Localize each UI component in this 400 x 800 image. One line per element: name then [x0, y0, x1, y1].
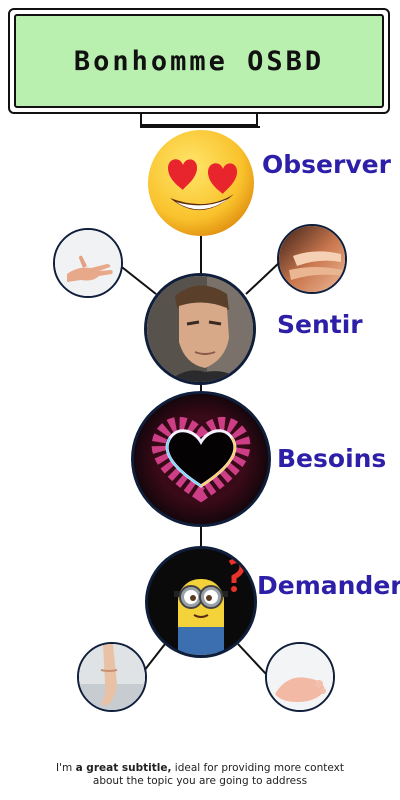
- footer-subtitle: I'm a great subtitle, ideal for providin…: [20, 762, 380, 788]
- minion-question-icon: [145, 546, 257, 658]
- sign-stand: [140, 114, 258, 126]
- title-sign: Bonhomme OSBD: [8, 8, 390, 114]
- sign-stand-base: [140, 126, 260, 128]
- man-portrait-icon: [144, 273, 256, 385]
- footer-bold: a great subtitle,: [75, 762, 172, 774]
- step-label-besoins: Besoins: [277, 444, 387, 473]
- page-title: Bonhomme OSBD: [73, 45, 325, 77]
- title-panel: Bonhomme OSBD: [14, 14, 384, 108]
- baby-foot-icon: [265, 642, 335, 712]
- footer-line1-rest: ideal for providing more context: [171, 762, 344, 774]
- open-hand-icon: [53, 228, 123, 298]
- step-label-observer: Observer: [262, 150, 391, 179]
- foot-ballet-icon: [77, 642, 147, 712]
- hand-closeup-icon: [277, 224, 347, 294]
- heart-eyes-emoji-icon: [148, 130, 254, 236]
- footer-prefix: I'm: [56, 762, 76, 774]
- glowing-heart-icon: [131, 391, 271, 527]
- step-label-sentir: Sentir: [277, 310, 363, 339]
- footer-line2: about the topic you are going to address: [92, 775, 308, 787]
- step-label-demander: Demander: [257, 571, 400, 600]
